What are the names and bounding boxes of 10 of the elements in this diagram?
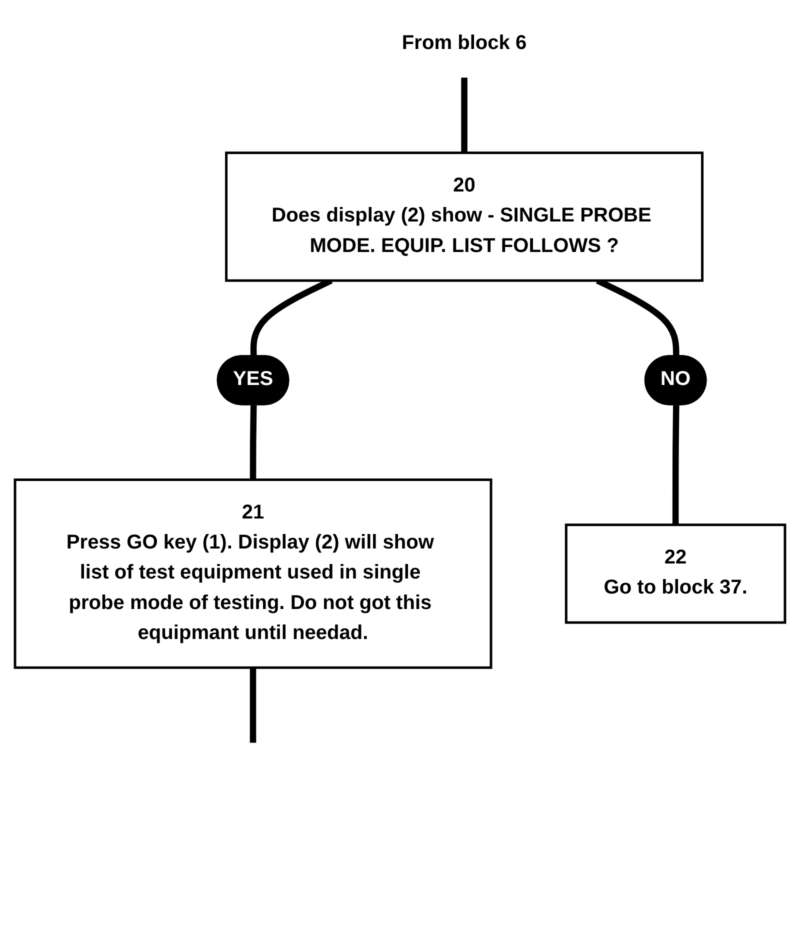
step-box: 21 Press GO key (1). Display (2) will show list of test equipment used in single probe mode of testing. Do not got this equipmant until needad. [14,478,492,669]
step-box: 20 Does display (2) show - SINGLE PROBE MODE. EQUIP. LIST FOLLOWS ? [225,152,704,282]
answer-oval: YES [216,355,290,406]
flow-line [461,78,468,153]
connector-label: From block 6 [402,32,527,54]
flow-line [250,668,256,743]
flow-line [672,405,680,525]
answer-oval: NO [644,355,707,406]
flow-line [250,405,257,480]
step-box: 22 Go to block 37. [564,524,786,624]
